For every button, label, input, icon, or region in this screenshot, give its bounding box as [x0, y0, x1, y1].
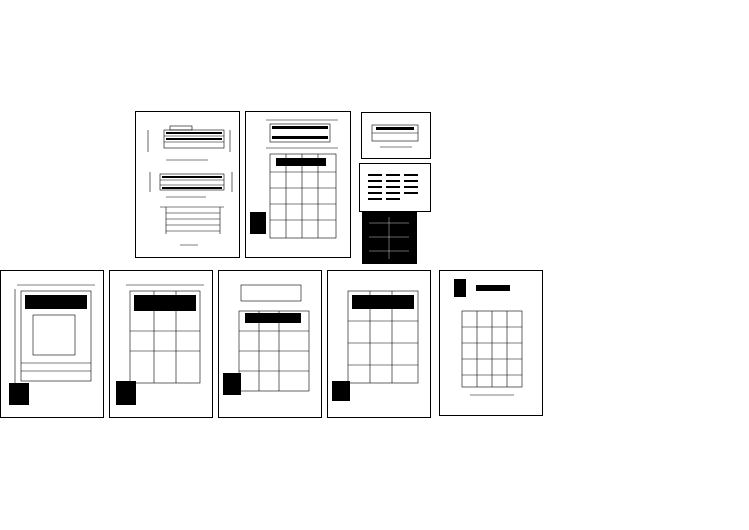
sheet-legend-table	[359, 163, 431, 212]
detail-drawing	[371, 124, 419, 148]
plan-5-drawing	[454, 279, 523, 396]
sheet-plan-4	[327, 270, 431, 418]
sheet-detail-small	[361, 112, 431, 159]
sheet-plan-2	[109, 270, 213, 418]
sheet-elevations	[135, 111, 240, 258]
legend-table	[368, 174, 418, 200]
plan-4-drawing	[332, 290, 419, 401]
plan-3-drawing	[223, 284, 310, 395]
sheet-plan-3	[218, 270, 322, 418]
sheet-plan-5	[439, 270, 543, 416]
plan-2-drawing	[116, 284, 204, 405]
plan-1-drawing	[9, 284, 95, 405]
sheet-plan-1	[0, 270, 104, 418]
elevation-drawings	[147, 125, 233, 246]
sheet-dark-panel	[362, 212, 417, 264]
dark-panel-drawing	[369, 217, 409, 259]
floorplan-drawing	[250, 119, 338, 239]
sheet-floorplan-top	[245, 111, 351, 258]
